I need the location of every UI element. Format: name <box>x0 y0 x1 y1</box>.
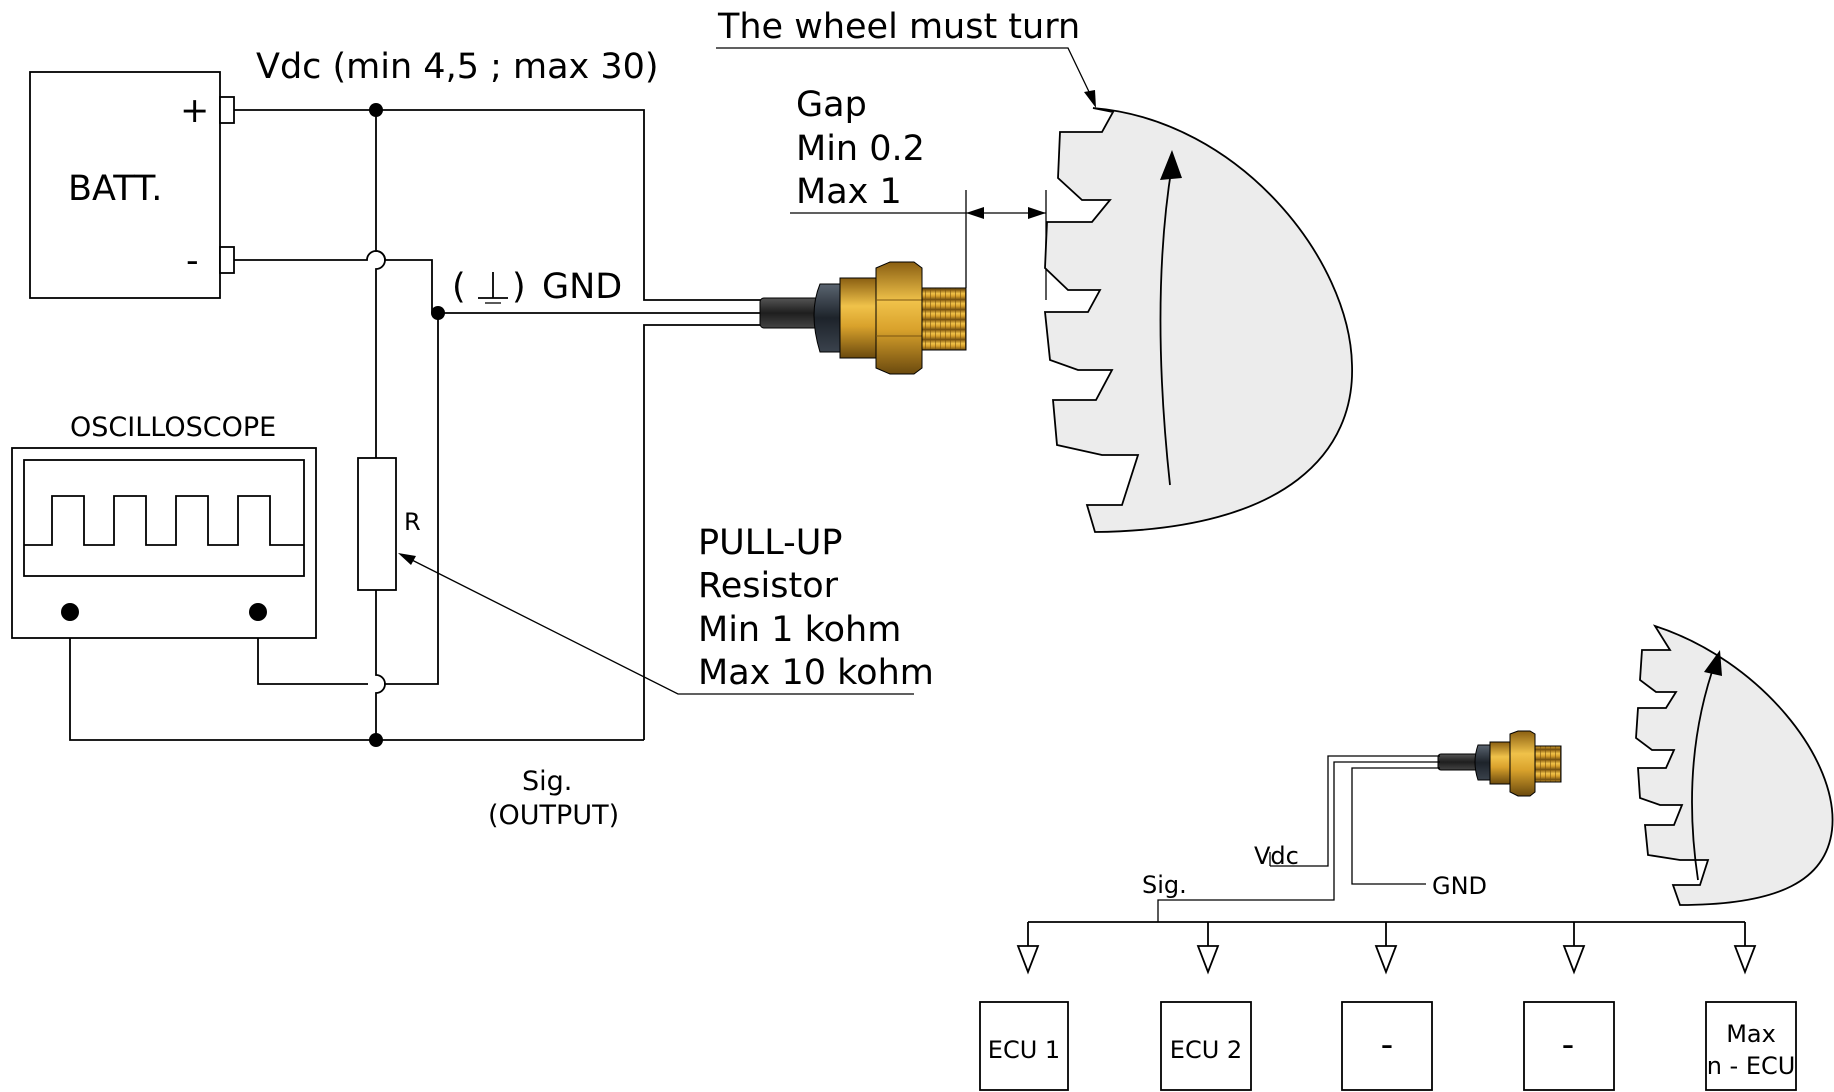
small-tone-wheel-body <box>1635 624 1834 906</box>
output-label: (OUTPUT) <box>488 800 619 831</box>
pullup-line-4: Max 10 kohm <box>698 653 934 693</box>
sensor-hex-nut <box>875 261 923 375</box>
plus-label: + <box>180 91 209 131</box>
small-sensor-collar <box>1489 741 1511 785</box>
gap-title: Gap <box>796 85 867 125</box>
oscilloscope: OSCILLOSCOPE <box>11 412 317 639</box>
battery-box <box>29 71 221 299</box>
ecu-1-label: ECU 1 <box>988 1036 1060 1064</box>
speed-sensor <box>759 261 967 375</box>
gnd-node <box>431 306 445 320</box>
minus-label: - <box>186 241 199 281</box>
gap-min: Min 0.2 <box>796 129 925 169</box>
tone-wheel <box>1044 107 1353 533</box>
sensor-cap <box>813 283 843 353</box>
vdc-node <box>369 103 383 117</box>
circuit-wires <box>69 103 780 747</box>
small-tone-wheel <box>1635 624 1834 906</box>
scope-left-wire <box>69 612 644 741</box>
pullup-resistor: R <box>357 457 914 695</box>
battery-minus-terminal <box>219 246 235 274</box>
small-rotation-arrowhead <box>1704 650 1722 676</box>
ecu-2-label: ECU 2 <box>1170 1036 1242 1064</box>
vdc-wire <box>234 109 780 301</box>
scope-probe-right <box>249 603 267 621</box>
small-rotation-line <box>1691 659 1717 881</box>
ecu-2: ECU 2 <box>1160 922 1252 1091</box>
bus-gnd-wire <box>1351 767 1440 885</box>
wheel-turn-leader <box>716 47 1093 99</box>
oscilloscope-label: OSCILLOSCOPE <box>70 412 276 443</box>
ecu-n-label-2: n - ECU <box>1707 1052 1796 1080</box>
bus-gnd-label: GND <box>1432 872 1487 900</box>
sensor-thread <box>921 287 967 351</box>
ecu-3-arrow <box>1374 945 1398 975</box>
pullup-line-1: PULL-UP <box>698 523 842 563</box>
vdc-drop-wire <box>375 110 386 458</box>
resistor-bottom-wire <box>375 590 386 740</box>
small-sensor <box>1437 730 1562 797</box>
gnd-label: GND <box>542 267 622 307</box>
ecu-4-arrow <box>1562 945 1586 975</box>
ecu-3-box <box>1341 1001 1433 1091</box>
ecu-3-label: - <box>1381 1025 1394 1065</box>
ecu-3: - <box>1341 922 1433 1091</box>
rotation-arrowhead <box>1160 150 1182 180</box>
small-sensor-hex <box>1509 730 1536 797</box>
wheel-turn-arrowhead <box>1084 90 1096 108</box>
resistor-label: R <box>404 508 421 536</box>
ecu-n: Max n - ECU <box>1705 922 1797 1091</box>
bus-sig-wire <box>1157 761 1440 922</box>
pullup-line-3: Min 1 kohm <box>698 610 901 650</box>
vdc-range-label: Vdc (min 4,5 ; max 30) <box>256 47 659 87</box>
bus-vdc-wire <box>1270 755 1440 867</box>
ecu-2-arrow <box>1196 945 1220 975</box>
small-sensor-thread <box>1534 745 1562 783</box>
minus-wire <box>234 250 433 313</box>
ground-paren-close: ) <box>512 267 526 307</box>
sig-wire <box>643 324 780 740</box>
ecu-1: ECU 1 <box>979 922 1069 1091</box>
resistor-body <box>357 457 397 591</box>
oscilloscope-screen <box>23 459 305 577</box>
tone-wheel-body <box>1044 107 1353 533</box>
small-sensor-cap <box>1474 744 1491 781</box>
ecu-n-label-1: Max <box>1726 1020 1776 1048</box>
ground-paren-open: ( <box>452 267 466 307</box>
rotation-arrow-line <box>1159 164 1173 486</box>
battery-label: BATT. <box>68 169 162 209</box>
small-sensor-cable <box>1437 753 1481 771</box>
resistor-leader <box>403 555 914 695</box>
ground-label: ( ) GND <box>452 267 622 307</box>
gap-annotation: Gap Min 0.2 Max 1 <box>790 85 1047 300</box>
ecu-n-arrow <box>1733 945 1757 975</box>
sig-node <box>369 733 383 747</box>
pullup-text: PULL-UP Resistor Min 1 kohm Max 10 kohm <box>698 523 934 693</box>
ecu-1-box <box>979 1001 1069 1091</box>
ecu-2-box <box>1160 1001 1252 1091</box>
battery-plus-terminal <box>219 96 235 124</box>
battery: BATT. + - <box>29 71 235 299</box>
resistor-arrowhead <box>398 553 416 565</box>
gap-max: Max 1 <box>796 172 902 212</box>
scope-probe-left <box>61 603 79 621</box>
ecu-n-box <box>1705 1001 1797 1091</box>
bus-wires <box>1028 755 1745 923</box>
ecu-4-label: - <box>1562 1025 1575 1065</box>
gnd-drop-wire <box>384 313 439 685</box>
gap-arrow-left <box>966 207 984 219</box>
bus-vdc-label: Vdc <box>1254 842 1299 870</box>
square-wave-trace <box>24 495 304 546</box>
gap-arrow-right <box>1028 207 1046 219</box>
sig-label: Sig. <box>522 766 572 797</box>
sensor-collar <box>839 277 877 359</box>
ecu-4-box <box>1523 1001 1615 1091</box>
ecu-4: - <box>1523 922 1615 1091</box>
ecu-1-arrow <box>1016 945 1040 975</box>
pullup-line-2: Resistor <box>698 566 839 606</box>
bus-sig-label: Sig. <box>1142 871 1187 899</box>
wheel-turn-label: The wheel must turn <box>717 7 1080 47</box>
